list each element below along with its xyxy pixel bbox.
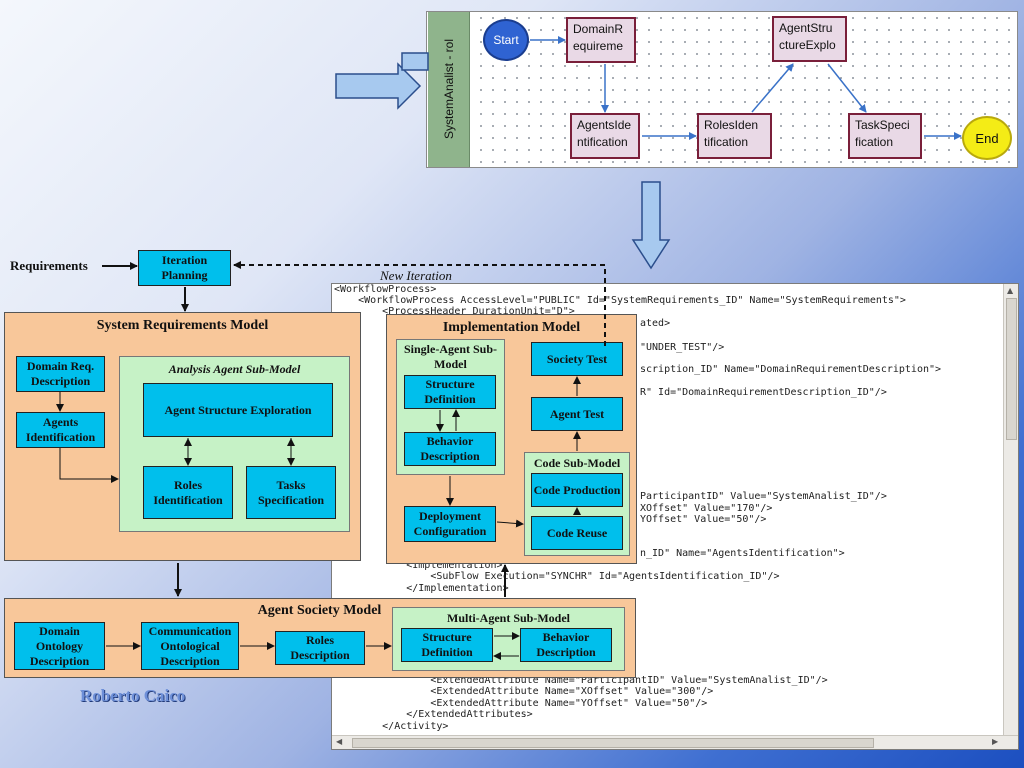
activity-roles-identification[interactable]: RolesIden tification	[697, 113, 772, 159]
code-submodel-title: Code Sub-Model	[533, 456, 621, 470]
activity-domain-requirement[interactable]: DomainR equireme	[566, 17, 636, 63]
activity-agent-structure-exploration[interactable]: AgentStru ctureExplo	[772, 16, 847, 62]
deployment-configuration-box: Deployment Configuration	[404, 506, 496, 542]
xml-line: <ExtendedAttribute Name="ParticipantID" …	[334, 675, 828, 686]
activity-task-specification[interactable]: TaskSpeci fication	[848, 113, 922, 159]
agent-society-title: Agent Society Model	[257, 603, 382, 618]
big-right-arrow-icon	[335, 62, 422, 110]
single-agent-title: Single-Agent Sub-Model	[403, 342, 498, 371]
xml-line: <Implementation>	[334, 560, 503, 571]
xml-line: ParticipantID" Value="SystemAnalist_ID"/…	[640, 491, 887, 502]
scroll-up-icon[interactable]: ▲	[1007, 286, 1014, 295]
big-down-arrow-icon	[631, 181, 671, 270]
xml-line: YOffset" Value="50"/>	[640, 514, 767, 525]
society-test-box: Society Test	[531, 342, 623, 376]
xml-line: </Activity>	[334, 721, 449, 732]
structure-definition-box: Structure Definition	[404, 375, 496, 409]
activity-agents-identification[interactable]: AgentsIde ntification	[570, 113, 640, 159]
code-reuse-box: Code Reuse	[531, 516, 623, 550]
xml-line: </Implementation>	[334, 583, 509, 594]
agent-test-box: Agent Test	[531, 397, 623, 431]
domain-req-description-box: Domain Req. Description	[16, 356, 105, 392]
xml-line: "UNDER_TEST"/>	[640, 342, 725, 353]
xml-line: <SubFlow Execution="SYNCHR" Id="AgentsId…	[334, 571, 780, 582]
scroll-left-icon[interactable]: ◀	[336, 737, 343, 746]
roles-description-box: Roles Description	[275, 631, 365, 665]
scroll-right-icon[interactable]: ▶	[992, 737, 999, 746]
xml-line: <WorkflowProcess>	[334, 284, 437, 295]
agents-identification-box: Agents Identification	[16, 412, 105, 448]
xml-line: <ExtendedAttribute Name="YOffset" Value=…	[334, 698, 708, 709]
iteration-planning-box: Iteration Planning	[138, 250, 231, 286]
xml-line: XOffset" Value="170"/>	[640, 503, 773, 514]
xml-content: <WorkflowProcess> <WorkflowProcess Acces…	[334, 284, 1004, 732]
vertical-scrollbar[interactable]: ▲	[1003, 284, 1018, 736]
workflow-start-node[interactable]: Start	[483, 19, 529, 61]
vertical-scroll-thumb[interactable]	[1006, 298, 1017, 440]
behavior-description-box: Behavior Description	[404, 432, 496, 466]
requirements-label: Requirements	[10, 258, 88, 273]
agents-to-analysis-arrow	[59, 448, 119, 483]
horizontal-scroll-thumb[interactable]	[352, 738, 874, 748]
xml-line: <WorkflowProcess AccessLevel="PUBLIC" Id…	[334, 295, 906, 306]
agent-structure-exploration-box: Agent Structure Exploration	[143, 383, 333, 437]
xml-line: </ExtendedAttributes>	[334, 709, 533, 720]
xml-line: R" Id="DomainRequirementDescription_ID"/…	[640, 387, 887, 398]
big-right-arrow-icon	[401, 52, 429, 71]
new-iteration-loop-arrow	[233, 261, 606, 346]
xml-line: <ProcessHeader DurationUnit="D">	[334, 306, 575, 317]
xml-line: n_ID" Name="AgentsIdentification">	[640, 548, 845, 559]
xml-line: ated>	[640, 318, 671, 329]
workflow-end-node[interactable]: End	[962, 116, 1012, 160]
workflow-transitions	[530, 36, 962, 140]
domain-ontology-description-box: Domain Ontology Description	[14, 622, 105, 670]
behavior-description-box: Behavior Description	[520, 628, 612, 662]
structure-definition-box: Structure Definition	[401, 628, 493, 662]
xml-line: scription_ID" Name="DomainRequirementDes…	[640, 364, 942, 375]
code-production-box: Code Production	[531, 473, 623, 507]
deployment-to-code-arrow	[496, 519, 524, 528]
horizontal-scrollbar[interactable]: ◀ ▶	[332, 735, 1018, 749]
tasks-specification-box: Tasks Specification	[246, 466, 336, 519]
author-name: Roberto Caico	[80, 686, 186, 705]
swimlane-header[interactable]: SystemAnalist - rol	[428, 12, 470, 167]
system-requirements-title: System Requirements Model	[96, 318, 269, 333]
communication-ontological-description-box: Communication Ontological Description	[141, 622, 239, 670]
implementation-title: Implementation Model	[442, 320, 581, 335]
multi-agent-title: Multi-Agent Sub-Model	[447, 611, 570, 625]
analysis-submodel-title: Analysis Agent Sub-Model	[168, 362, 301, 376]
roles-identification-box: Roles Identification	[143, 466, 233, 519]
new-iteration-label: New Iteration	[380, 268, 452, 283]
xml-line: <ExtendedAttribute Name="XOffset" Value=…	[334, 686, 714, 697]
